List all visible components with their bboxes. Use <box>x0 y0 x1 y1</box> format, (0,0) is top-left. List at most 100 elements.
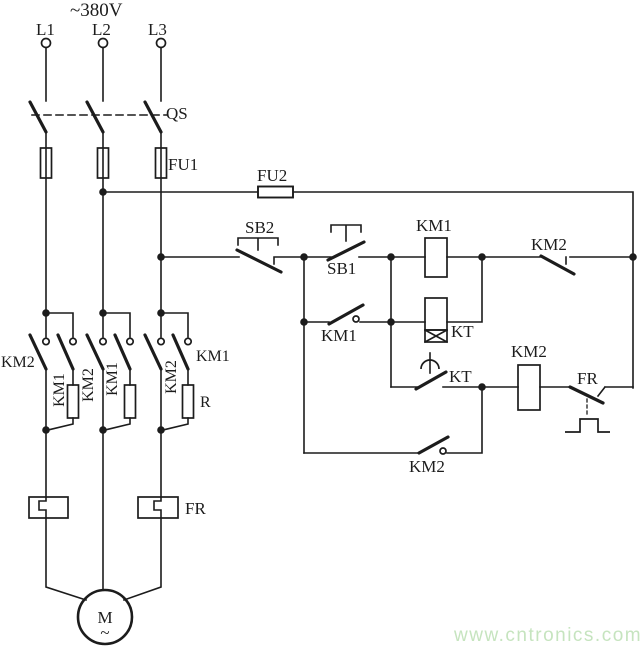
qs-label: QS <box>166 104 188 123</box>
km2-coil-label: KM2 <box>511 342 547 361</box>
p1-resistor <box>66 384 80 419</box>
kt-coil-delay-cross <box>423 328 449 344</box>
supply-voltage-label: ~380V <box>70 0 123 21</box>
kt-contact-blade <box>414 370 448 391</box>
sb1-actuator-bracket <box>330 224 362 242</box>
sb2-blade <box>235 248 283 274</box>
p2-right-branch <box>102 312 131 431</box>
km2-interlock-terminal-circle <box>439 447 447 455</box>
fu2-label: FU2 <box>257 166 287 185</box>
fu1-fuses: FU1 <box>39 131 198 314</box>
p3-km2-blade <box>143 333 163 371</box>
p3-km1-label: KM1 <box>196 348 230 365</box>
km2-nc-top-blade <box>539 254 576 276</box>
main-contacts-phase1: KM2 KM1 <box>1 312 80 431</box>
kt-delayed-contact: KT <box>390 352 483 391</box>
fu2-fuse <box>257 185 294 199</box>
terminal-circle-l2 <box>97 37 109 49</box>
main-contacts-phase3: KM2 KM1 R <box>143 312 230 431</box>
kt-coil-label: KT <box>451 322 474 341</box>
phase-l2-label: L2 <box>92 20 111 39</box>
terminal-circle-l3 <box>155 37 167 49</box>
km1-selfhold-label: KM1 <box>321 326 357 345</box>
phase-l1-label: L1 <box>36 20 55 39</box>
km1-coil: KM1 <box>390 216 483 278</box>
sb1-blade <box>326 240 366 262</box>
p2-resistor <box>123 384 137 419</box>
p2-km1-label: KM1 <box>104 362 121 396</box>
sb2-actuator-bracket <box>237 237 279 251</box>
km2-interlock-blade <box>417 435 450 455</box>
phase-column-wires <box>45 131 162 314</box>
fu1-label: FU1 <box>168 155 198 174</box>
fr-heater-label: FR <box>185 499 206 518</box>
p3-right-branch <box>160 312 189 431</box>
fu2-fuse-outline <box>257 185 294 199</box>
qs-blade-2 <box>85 100 105 134</box>
p1-km1-terminal-circle <box>68 337 78 346</box>
fr-thermal-heaters: FR <box>28 429 206 602</box>
km2-coil: KM2 <box>481 342 571 411</box>
motor-label: M <box>97 608 112 627</box>
kt-coil: KT <box>390 256 483 344</box>
motor: M ~ <box>76 588 134 646</box>
km1-selfhold-contact: KM1 <box>303 303 392 345</box>
fu2-control-feed: FU2 <box>102 166 634 389</box>
p2-km2-terminal-circle <box>98 337 108 346</box>
p3-km1-blade <box>171 333 190 371</box>
fr-contact-blade <box>568 385 605 405</box>
sb1-label: SB1 <box>327 259 356 278</box>
p1-km2-label: KM2 <box>1 354 35 371</box>
fr-heater-3-element <box>153 496 162 519</box>
fr-trip-symbol <box>565 418 610 433</box>
km2-nc-contact-top: KM2 <box>481 235 634 276</box>
fu1-fuse-2 <box>96 147 110 179</box>
km2-interlock-contact: KM2 <box>303 386 483 476</box>
watermark-text: www.cntronics.com <box>453 625 640 646</box>
p3-lower-wire <box>122 429 162 602</box>
p3-resistor <box>181 384 195 419</box>
motor-ac-symbol: ~ <box>100 623 109 642</box>
motor-circle <box>76 588 134 646</box>
resistor-label: R <box>200 394 211 411</box>
km2-nc-top-wires <box>481 256 634 265</box>
fr-contact-wires <box>596 385 634 398</box>
fr-heater-1-box <box>28 496 69 519</box>
qs-blade-3 <box>143 100 163 134</box>
fr-heater-3-box <box>137 496 179 519</box>
sb2-wires <box>160 256 305 265</box>
p1-right-branch <box>45 312 74 431</box>
p1-lower-wire <box>45 429 88 602</box>
junction-dots <box>42 188 637 434</box>
km1-coil-box <box>424 237 448 278</box>
p2-km1-terminal-circle <box>125 337 135 346</box>
qs-isolator-switch: QS <box>28 100 188 134</box>
fu1-fuse-3 <box>154 147 168 179</box>
km2-interlock-wires <box>303 386 483 454</box>
sb2-label: SB2 <box>245 218 274 237</box>
terminal-circle-l1 <box>40 37 52 49</box>
control-feed-wire-and-right-rail <box>102 191 634 389</box>
kt-coil-delay-box <box>424 329 448 343</box>
fu1-fuse-1 <box>39 147 53 179</box>
qs-blade-1 <box>28 100 48 134</box>
supply-drop-wires <box>45 46 162 102</box>
km1-coil-label: KM1 <box>416 216 452 235</box>
supply-terminals: ~380V L1 L2 L3 <box>36 0 167 102</box>
p2-km2-label: KM2 <box>80 368 97 402</box>
km1-selfhold-blade <box>327 303 365 326</box>
p1-km2-blade <box>28 333 48 371</box>
kt-coil-box <box>424 297 448 331</box>
p1-km1-blade <box>56 333 75 371</box>
km2-coil-box <box>517 364 541 411</box>
km1-selfhold-terminal-circle <box>352 315 360 323</box>
fr-contact-label: FR <box>577 369 598 388</box>
phase-l3-label: L3 <box>148 20 167 39</box>
fr-heater-1-element <box>38 496 47 519</box>
p2-km2-blade <box>85 333 105 371</box>
p3-km1-terminal-circle <box>183 337 193 346</box>
p2-km1-blade <box>113 333 132 371</box>
km2-nc-top-label: KM2 <box>531 235 567 254</box>
